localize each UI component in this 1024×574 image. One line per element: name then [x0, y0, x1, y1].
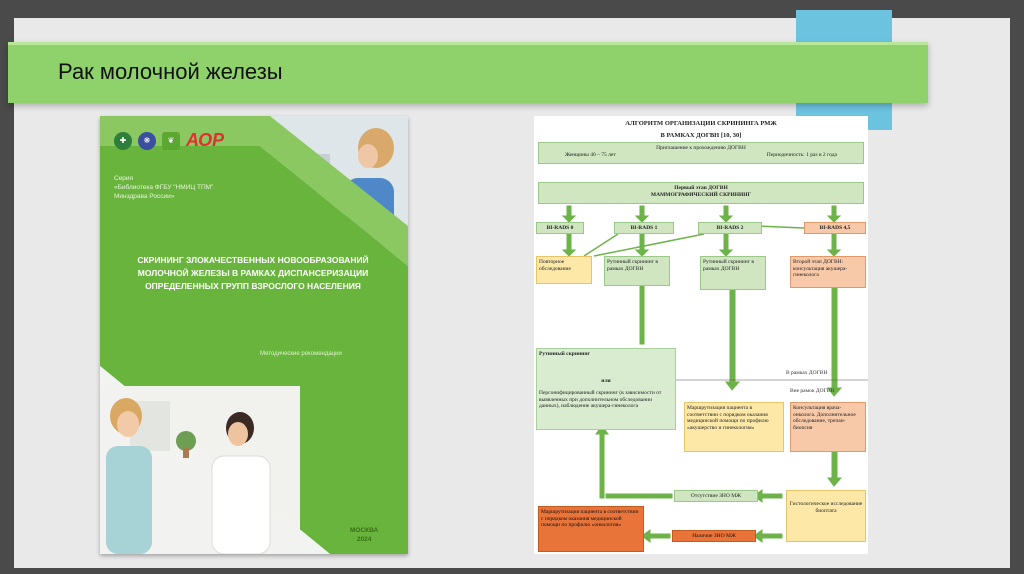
repeat-exam-box: Повторное обследование: [536, 256, 592, 284]
cover-imprint: МОСКВА 2024: [350, 526, 378, 544]
cover-year: 2024: [350, 535, 378, 544]
slide-title: Рак молочной железы: [58, 59, 283, 85]
routing-oncology-box: Маршрутизация пациента в соответствии с …: [538, 506, 644, 552]
cover-title: СКРИНИНГ ЗЛОКАЧЕСТВЕННЫХ НОВООБРАЗОВАНИЙ…: [128, 254, 378, 293]
absence-box: Отсутствие ЗНО МЖ: [674, 490, 758, 502]
periodicity-text: Периодичность: 1 раз в 2 года: [767, 152, 837, 159]
birads45-box: BI-RADS 4,5: [804, 222, 866, 234]
birads0-box: BI-RADS 0: [536, 222, 584, 234]
routine-box-1: Рутинный скрининг в рамках ДОГВН: [604, 256, 670, 286]
flowchart-title-1: АЛГОРИТМ ОРГАНИЗАЦИИ СКРИНИНГА РМЖ: [534, 120, 868, 127]
institute-logo-icon: ❋: [138, 132, 156, 150]
routine-box-2: Рутинный скрининг в рамках ДОГВН: [700, 256, 766, 290]
presence-box: Наличие ЗНО МЖ: [672, 530, 756, 542]
cover-series: Серия «Библиотека ФГБУ "НМИЦ ТПМ" Минздр…: [114, 174, 234, 201]
leaf-logo-icon: ❦: [162, 132, 180, 150]
flowchart-title-2: В РАМКАХ ДОГВН [10, 30]: [534, 132, 868, 139]
routine-screening-text: Рутинный скрининг: [539, 351, 673, 358]
personal-screening-text: Персонифицированный скрининг (в зависимо…: [539, 390, 673, 410]
birads2-box: BI-RADS 2: [698, 222, 762, 234]
stage1-subtitle: МАММОГРАФИЧЕСКИЙ СКРИНИНГ: [541, 192, 861, 199]
invite-box: Приглашение к прохождению ДОГВН Женщины …: [538, 142, 864, 164]
aor-logo: АОР: [186, 130, 224, 151]
cover-subtitle: Методические рекомендации: [260, 351, 342, 357]
routing-gyn-box: Маршрутизация пациента в соответствии с …: [684, 402, 784, 452]
book-cover-image: ✚ ❋ ❦ АОР Серия «Библиотека ФГБУ "НМИЦ Т…: [100, 116, 408, 554]
in-dogvn-label: В рамках ДОГВН: [786, 370, 827, 376]
out-dogvn-label: Вне рамок ДОГВН: [790, 388, 834, 394]
birads1-box: BI-RADS 1: [614, 222, 674, 234]
stage1-box: Первый этап ДОГВН МАММОГРАФИЧЕСКИЙ СКРИН…: [538, 182, 864, 204]
screening-algorithm-flowchart: АЛГОРИТМ ОРГАНИЗАЦИИ СКРИНИНГА РМЖ В РАМ…: [534, 116, 868, 554]
ministry-logo-icon: ✚: [114, 132, 132, 150]
screening-options-box: Рутинный скрининг или Персонифицированны…: [536, 348, 676, 430]
title-bar: Рак молочной железы: [8, 42, 928, 103]
partner-logos: ✚ ❋ ❦ АОР: [114, 130, 224, 151]
oncologist-consult-box: Консультация врача-онколога. Дополнитель…: [790, 402, 866, 452]
women-age-text: Женщины 40 – 75 лет: [565, 152, 616, 159]
or-text: или: [539, 378, 673, 385]
cover-city: МОСКВА: [350, 526, 378, 535]
histology-box: Гистологическое исследование биоптата: [786, 490, 866, 542]
stage2-box: Второй этап ДОГВН: консультация акушера-…: [790, 256, 866, 288]
